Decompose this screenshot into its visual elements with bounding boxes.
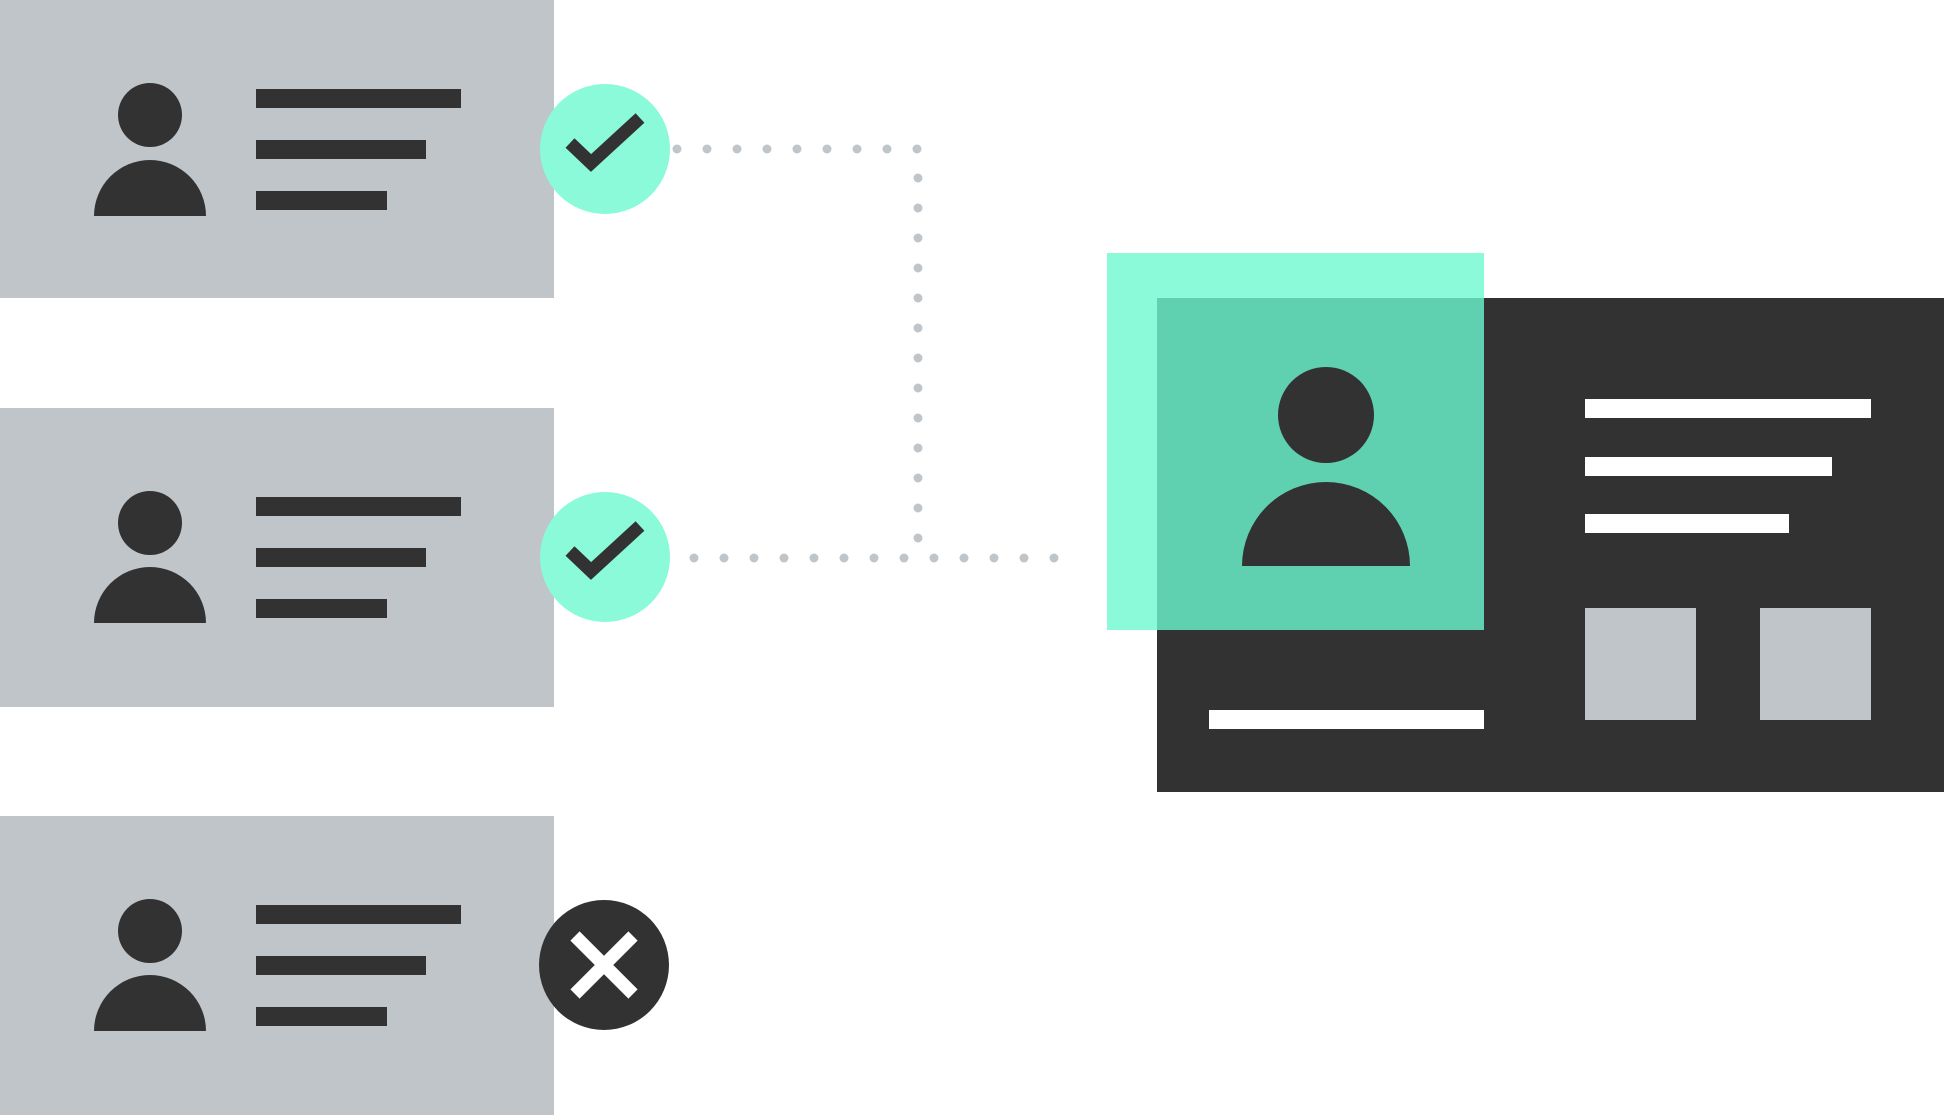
merged-profile-card: [1107, 253, 1944, 792]
dotted-connectors: [642, 144, 1065, 563]
text-line: [256, 548, 426, 567]
text-line: [256, 191, 387, 210]
text-line: [256, 599, 387, 618]
text-line: [256, 956, 426, 975]
merged-text-line: [1585, 514, 1789, 533]
profile-card-1: [0, 0, 554, 298]
text-line: [256, 140, 426, 159]
profile-card-3: [0, 816, 554, 1115]
avatar-person-icon: [94, 491, 206, 623]
merged-text-line: [1585, 457, 1832, 476]
close-icon: [570, 931, 638, 999]
avatar-person-icon: [94, 899, 206, 1031]
merged-text-line: [1585, 399, 1871, 418]
highlight-overlap: [1157, 298, 1484, 630]
text-line: [256, 905, 461, 924]
check-icon: [565, 521, 645, 580]
status-badge-approved-1: [540, 84, 670, 214]
status-badge-rejected: [539, 900, 669, 1030]
merged-text-line: [1209, 710, 1484, 729]
text-line: [256, 497, 461, 516]
thumbnail-placeholder: [1585, 608, 1696, 720]
status-badge-approved-2: [540, 492, 670, 622]
avatar-person-icon: [94, 83, 206, 216]
profile-card-2: [0, 408, 554, 707]
check-icon: [565, 113, 645, 172]
text-line: [256, 1007, 387, 1026]
connector-path-1: [642, 144, 923, 545]
thumbnail-placeholder: [1760, 608, 1871, 720]
user-icon: [1242, 367, 1410, 566]
text-line: [256, 89, 461, 108]
